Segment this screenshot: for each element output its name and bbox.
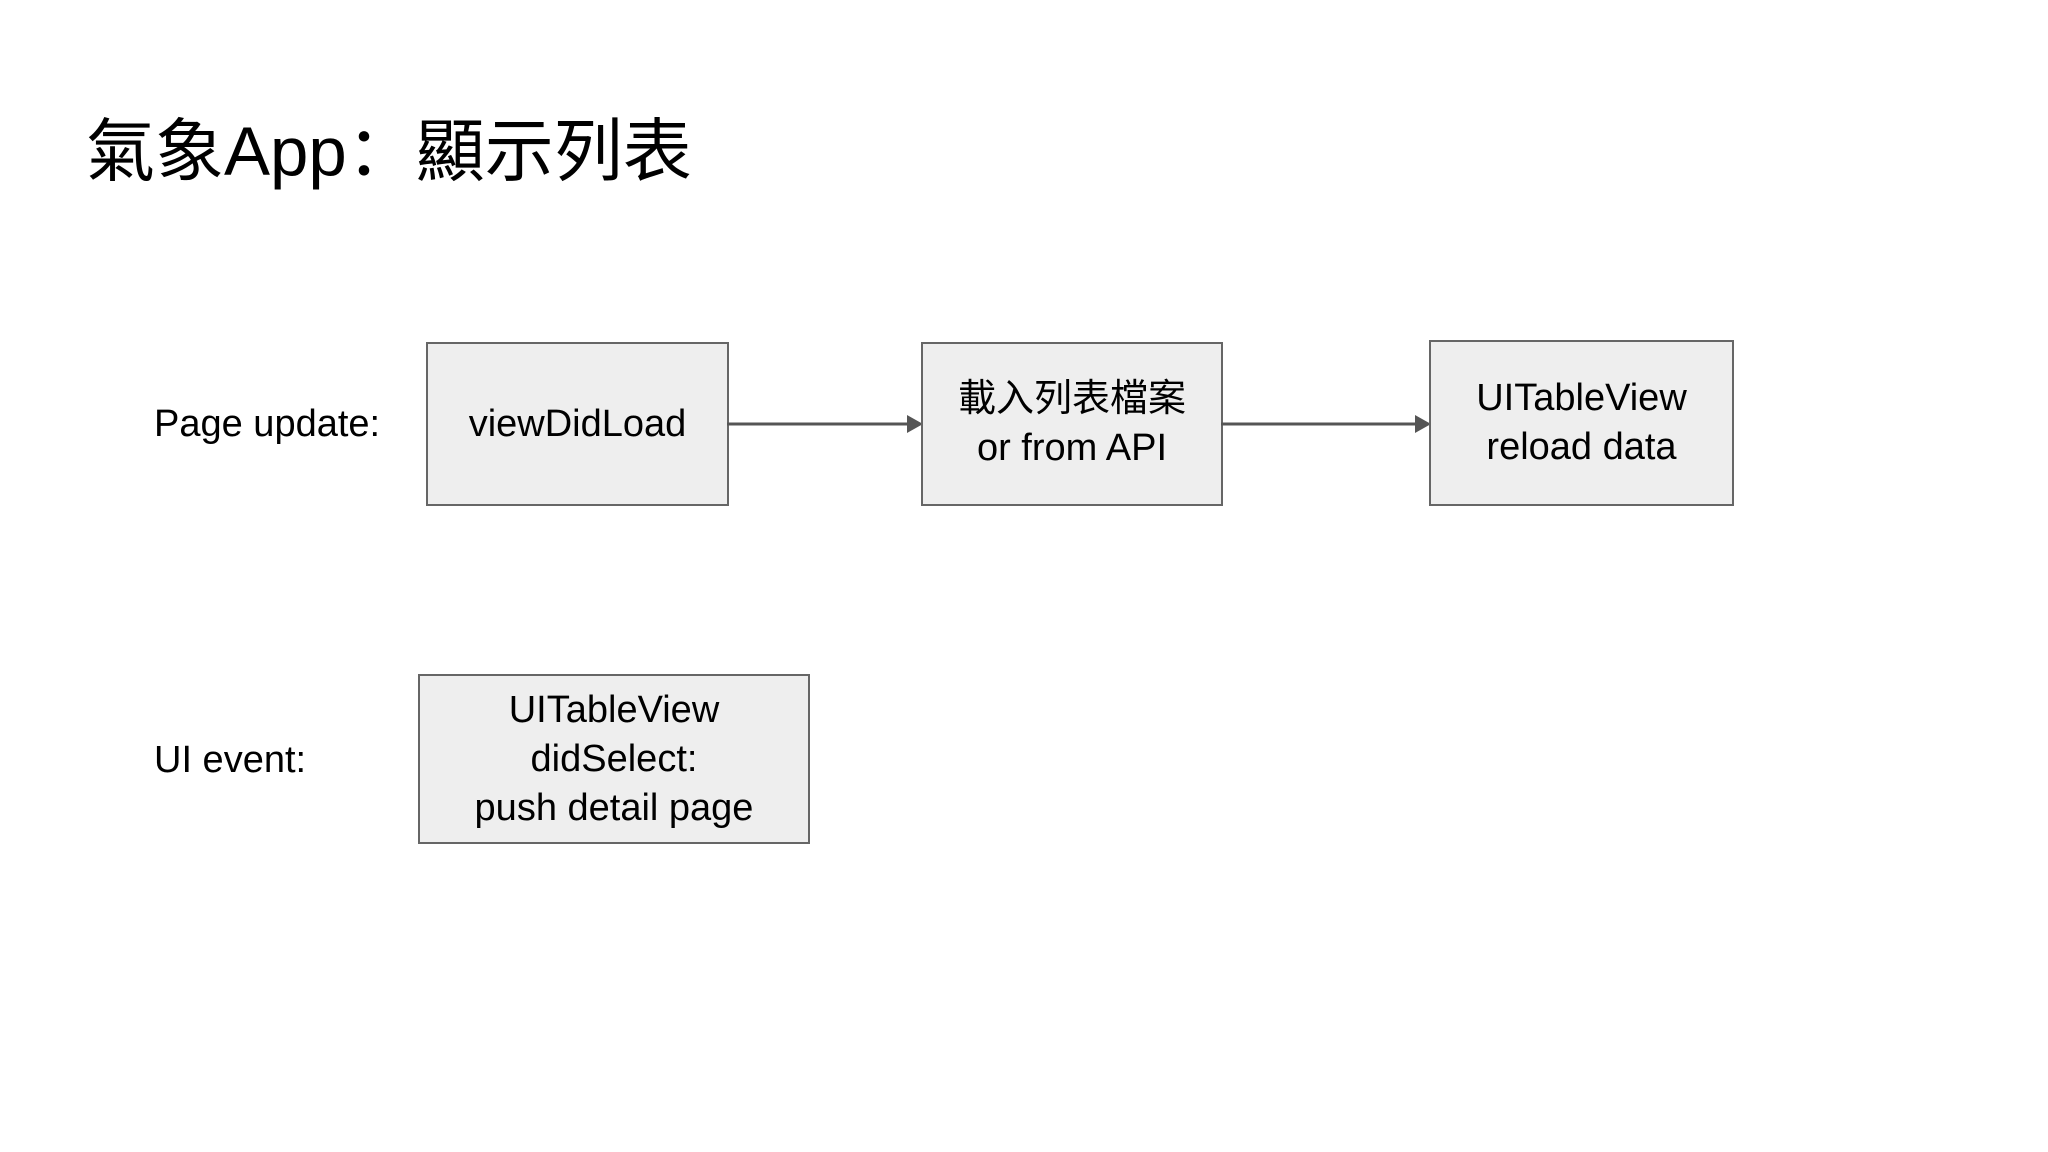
row-label-ui-event: UI event: (154, 739, 307, 781)
page-title: 氣象App：顯示列表 (86, 113, 692, 190)
connector-arrow-view-did-load-to-load-list (727, 415, 923, 433)
node-label-load-list: 載入列表檔案 or from API (957, 378, 1186, 469)
node-label-did-select: UITableView didSelect: push detail page (474, 688, 754, 829)
row-label-page-update: Page update: (154, 403, 381, 445)
node-box-reload-data[interactable]: UITableView reload data (1429, 340, 1734, 506)
node-label-reload-data: UITableView reload data (1476, 377, 1687, 468)
connector-arrow-load-list-to-reload-data (1221, 415, 1431, 433)
node-box-did-select[interactable]: UITableView didSelect: push detail page (418, 674, 810, 844)
node-label-view-did-load: viewDidLoad (468, 402, 687, 445)
node-box-load-list[interactable]: 載入列表檔案 or from API (921, 342, 1223, 506)
node-box-view-did-load[interactable]: viewDidLoad (426, 342, 729, 506)
